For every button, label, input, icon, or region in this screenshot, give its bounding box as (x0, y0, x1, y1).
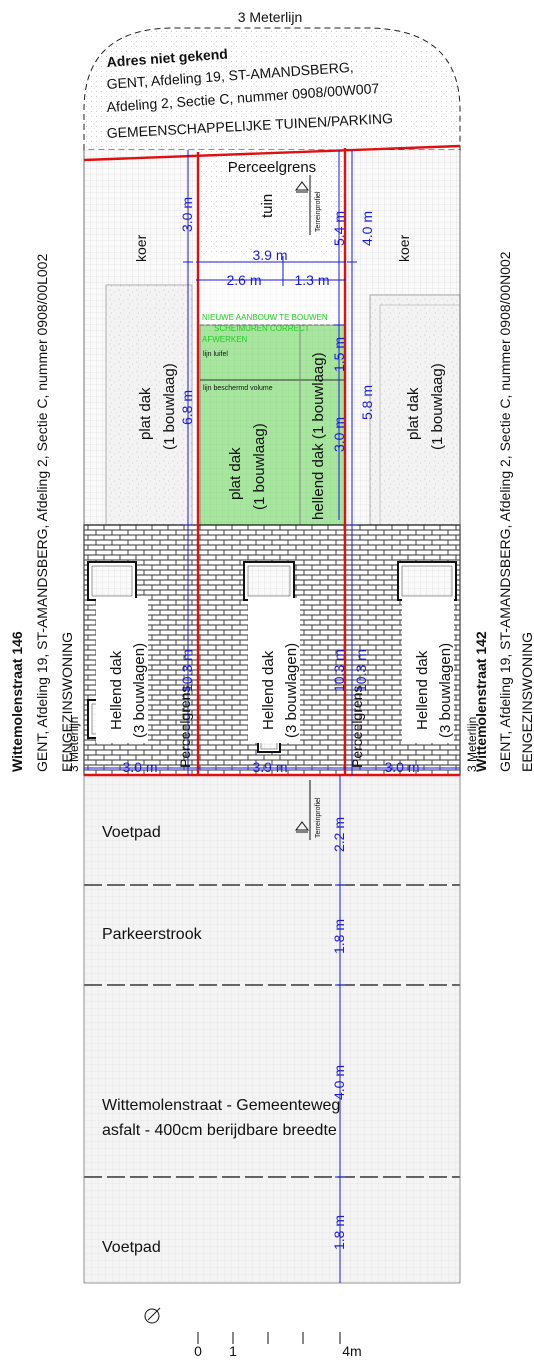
left-bouwlaag-label: (1 bouwlaag) (161, 363, 178, 450)
voetpad-bottom-area (84, 1177, 460, 1283)
terreinprofiel-marker-top (295, 175, 311, 235)
voetpad-top-area (84, 775, 460, 885)
center-hellend-dak-label: Hellend dak (260, 650, 277, 730)
right-building-line1: GENT, Afdeling 19, ST-AMANDSBERG, Afdeli… (497, 251, 513, 772)
annex-note-1: NIEUWE AANBOUW TE BOUWEN (202, 313, 328, 322)
terreinprofiel-street-label: Terreinprofiel (315, 797, 322, 838)
right-roof-label-box (402, 598, 454, 743)
left-building-line2: EENGEZINSWONING (59, 632, 75, 772)
left-roof-label-box (96, 598, 148, 743)
scale-label-1: 1 (229, 1343, 237, 1359)
dim-1-8-b: 1.8 m (331, 1215, 347, 1250)
dim-3-9-top: 3.9 m (252, 247, 287, 263)
annex-note-3: AFWERKEN (202, 335, 248, 344)
dim-5-8: 5.8 m (359, 385, 375, 420)
dim-6-8: 6.8 m (179, 390, 195, 425)
center-garden (198, 150, 345, 260)
scale-label-0: 0 (194, 1343, 202, 1359)
parkeerstrook-label: Parkeerstrook (102, 926, 203, 943)
dim-2-2: 2.2 m (331, 817, 347, 852)
left-building-line1: GENT, Afdeling 19, ST-AMANDSBERG, Afdeli… (34, 254, 50, 772)
dim-10-3-right: 10.3 m (353, 649, 369, 692)
annex-note-2: SCHEIMUREN CORRECT (214, 324, 310, 333)
center-plat-dak-label: plat dak (227, 447, 244, 500)
skylight-right-top (397, 561, 457, 601)
dim-3-0-bottom-left: 3.0 m (122, 759, 157, 775)
dim-3-0-top: 3.0 m (179, 197, 195, 232)
left-building-title: Wittemolenstraat 146 (9, 631, 25, 772)
left-bouwlagen-label: (3 bouwlagen) (131, 643, 148, 738)
center-perceelgrens-label: Perceelgrens (228, 159, 316, 176)
right-plat-dak-label: plat dak (405, 387, 422, 440)
dim-4-0-road: 4.0 m (331, 1065, 347, 1100)
center-bouwlaag-label: (1 bouwlaag) (251, 423, 268, 510)
road-area (84, 985, 460, 1177)
lijn-volume-label: lijn beschermd volume (203, 385, 273, 392)
skylight-left-top (87, 561, 137, 601)
top-meterlijn-label: 3 Meterlijn (238, 9, 303, 25)
right-bouwlagen-label: (3 bouwlagen) (437, 643, 454, 738)
dim-3-9-bottom: 3.9 m (252, 759, 287, 775)
dimension-lines (84, 150, 460, 1283)
road-label-line2: asfalt - 400cm berijdbare breedte (102, 1122, 337, 1139)
annex-white-zone (200, 255, 345, 325)
left-plat-dak-label: plat dak (137, 387, 154, 440)
dim-5-4: 5.4 m (331, 211, 347, 246)
right-hellend-dak-label: Hellend dak (414, 650, 431, 730)
right-perceelgrens-label: Perceelgrens (349, 686, 365, 769)
lijn-luifel-label: lijn luifel (203, 351, 228, 358)
dim-10-3-center: 10.3 m (331, 649, 347, 692)
dim-10-3-left: 10.3 m (179, 649, 195, 692)
common-garden-area (83, 27, 461, 151)
left-perceelgrens-label: Perceelgrens (177, 686, 193, 769)
voetpad-bottom-label: Voetpad (102, 1239, 161, 1256)
skylight-center (243, 561, 295, 601)
left-koer-label: koer (133, 234, 149, 262)
center-roof-label-box (248, 598, 300, 743)
right-building-title: Wittemolenstraat 142 (473, 631, 489, 772)
scale-bar-ticks (197, 1332, 341, 1344)
dim-2-6: 2.6 m (226, 272, 261, 288)
parkeerstrook-area (84, 885, 460, 985)
road-label-line1: Wittemolenstraat - Gemeenteweg (102, 1097, 340, 1114)
dim-1-8-a: 1.8 m (331, 919, 347, 954)
right-building-line2: EENGEZINSWONING (519, 632, 534, 772)
terreinprofiel-top-label: Terreinprofiel (315, 191, 322, 232)
dim-1-5: 1.5 m (331, 337, 347, 372)
right-bouwlaag-label: (1 bouwlaag) (429, 363, 446, 450)
scale-label-4m: 4m (342, 1343, 361, 1359)
dim-3-0-mid: 3.0 m (331, 417, 347, 452)
dim-1-3: 1.3 m (294, 272, 329, 288)
dim-4-0-right: 4.0 m (359, 211, 375, 246)
left-meterlijn-label: 3 Meterlijn (67, 717, 81, 772)
dim-3-0-bottom-right: 3.0 m (384, 759, 419, 775)
new-annex (199, 324, 346, 526)
voetpad-top-label: Voetpad (102, 824, 161, 841)
right-koer-label: koer (396, 234, 412, 262)
left-hellend-dak-label: Hellend dak (108, 650, 125, 730)
center-hellend-dak-1-label: hellend dak (1 bouwlaag) (310, 352, 327, 520)
tuin-label: tuin (259, 194, 276, 218)
compass-icon (144, 1307, 161, 1324)
center-bouwlagen-label: (3 bouwlagen) (283, 643, 300, 738)
terreinprofiel-marker-street (295, 780, 311, 840)
left-flat-roof (105, 284, 193, 526)
right-meterlijn-label: 3 Meterlijn (465, 717, 479, 772)
red-parcel-boundary (83, 144, 461, 777)
